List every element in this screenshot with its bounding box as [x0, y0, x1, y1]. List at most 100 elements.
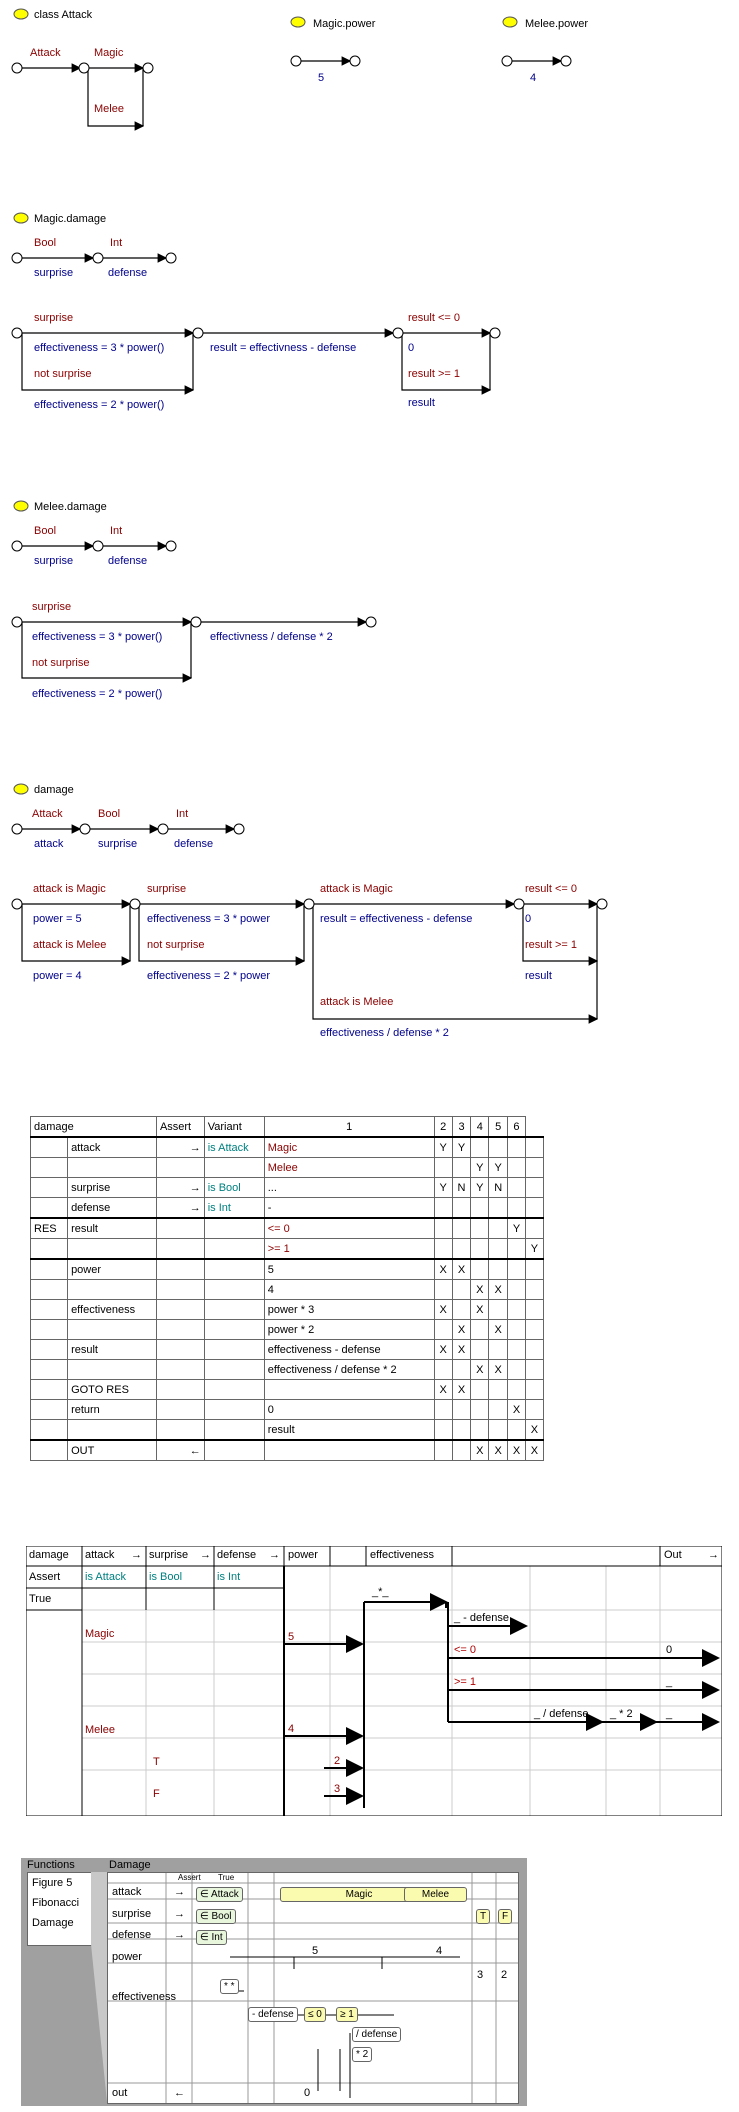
table-cell [524, 1136, 545, 1158]
table-cell [524, 1379, 545, 1400]
table-cell [524, 1279, 545, 1300]
function-marker-icon [13, 500, 29, 512]
statement-label: power = 4 [33, 970, 82, 982]
table-cell: X [488, 1439, 509, 1461]
operator-label: _ - defense [454, 1612, 510, 1624]
row-group-cell [29, 1299, 69, 1320]
table-cell [507, 1379, 526, 1400]
table-cell: ← [155, 1439, 205, 1461]
arrow-icon: → [174, 1908, 185, 1920]
type-chip[interactable]: ∈ Attack [196, 1887, 243, 1902]
table-cell: GOTO RES [67, 1379, 157, 1400]
case-chip[interactable]: T [476, 1909, 491, 1924]
diagram-title: Melee.damage [34, 501, 107, 513]
param-label: surprise [98, 838, 137, 850]
table-cell: Y [507, 1217, 526, 1239]
table-cell: X [470, 1279, 490, 1300]
type-label: Bool [34, 525, 56, 537]
case-label: Magic [85, 1628, 115, 1640]
table-cell [451, 1279, 472, 1300]
operator-chip[interactable]: * * [220, 1979, 239, 1994]
table-cell [451, 1157, 472, 1178]
row-header: Assert [29, 1571, 61, 1583]
table-cell: 5 [263, 1258, 435, 1280]
row-group-cell [29, 1258, 69, 1280]
condition-label: result >= 1 [525, 939, 577, 951]
table-header: Variant [203, 1116, 265, 1138]
arrow-icon: → [174, 1886, 185, 1898]
type-label: Bool [98, 808, 120, 820]
table-cell [155, 1359, 205, 1380]
operator-chip[interactable]: / defense [352, 2027, 402, 2042]
table-cell [433, 1419, 453, 1441]
table-cell: X [470, 1359, 490, 1380]
table-cell [524, 1177, 545, 1198]
operator-chip[interactable]: ≤ 0 [304, 2007, 326, 2022]
column-header: attack [85, 1549, 115, 1561]
row-label: defense [112, 1929, 152, 1941]
column-header: power [288, 1549, 318, 1561]
table-header: Assert [155, 1116, 205, 1138]
table-row: defense→is Int- [29, 1197, 545, 1219]
operator-chip[interactable]: - defense [248, 2007, 298, 2022]
statement-label: result [408, 397, 435, 409]
case-chip[interactable]: F [498, 1909, 513, 1924]
function-item-damage[interactable]: Damage [32, 1917, 74, 1929]
table-cell: N [488, 1177, 509, 1198]
statement-label: effectiveness = 3 * power [147, 913, 270, 925]
table-cell: result [67, 1339, 157, 1360]
function-item-fibonacci[interactable]: Fibonacci [32, 1897, 80, 1909]
param-label: surprise [34, 267, 73, 279]
condition-label: not surprise [32, 657, 89, 669]
table-cell: X [470, 1299, 490, 1320]
table-cell: X [488, 1319, 509, 1340]
case-chip[interactable]: Magic [280, 1887, 438, 1902]
table-cell: X [524, 1419, 545, 1441]
type-chip[interactable]: ∈ Int [196, 1930, 227, 1945]
row-group-cell [29, 1379, 69, 1400]
table-cell [451, 1439, 472, 1461]
assert-value: is Int [217, 1571, 241, 1583]
table-cell [203, 1319, 265, 1340]
damage-grid: Assert True attack surprise defense powe… [107, 1872, 519, 2104]
row-group-cell [29, 1136, 69, 1158]
functions-list: Figure 5 Fibonacci Damage [27, 1872, 93, 1946]
statement-label: effectiveness = 2 * power [147, 970, 270, 982]
table-cell [203, 1339, 265, 1360]
case-chip[interactable]: Melee [404, 1887, 467, 1902]
operator-chip[interactable]: ≥ 1 [336, 2007, 358, 2022]
table-cell [451, 1399, 472, 1420]
table-cell: X [451, 1379, 472, 1400]
table-cell [203, 1157, 265, 1178]
table-cell [507, 1197, 526, 1219]
table-cell: result [67, 1217, 157, 1239]
table-cell [470, 1258, 490, 1280]
type-label: Bool [34, 237, 56, 249]
table-cell: surprise [67, 1177, 157, 1198]
table-header: 2 [433, 1116, 453, 1138]
table-cell: X [507, 1399, 526, 1420]
table-cell [524, 1258, 545, 1280]
table-cell [155, 1258, 205, 1280]
output-value: 0 [666, 1644, 673, 1656]
operator-chip[interactable]: * 2 [352, 2047, 373, 2062]
type-label: Int [176, 808, 188, 820]
table-cell [470, 1339, 490, 1360]
function-item-figure5[interactable]: Figure 5 [32, 1877, 73, 1889]
table-cell [524, 1399, 545, 1420]
table-cell [470, 1197, 490, 1219]
type-chip[interactable]: ∈ Bool [196, 1909, 236, 1924]
table-cell [67, 1359, 157, 1380]
output-value: _ [666, 1708, 673, 1720]
table-cell: 4 [263, 1279, 435, 1300]
table-cell [488, 1258, 509, 1280]
condition-label: surprise [32, 601, 71, 613]
table-cell [155, 1379, 205, 1400]
row-label: attack [112, 1886, 142, 1898]
